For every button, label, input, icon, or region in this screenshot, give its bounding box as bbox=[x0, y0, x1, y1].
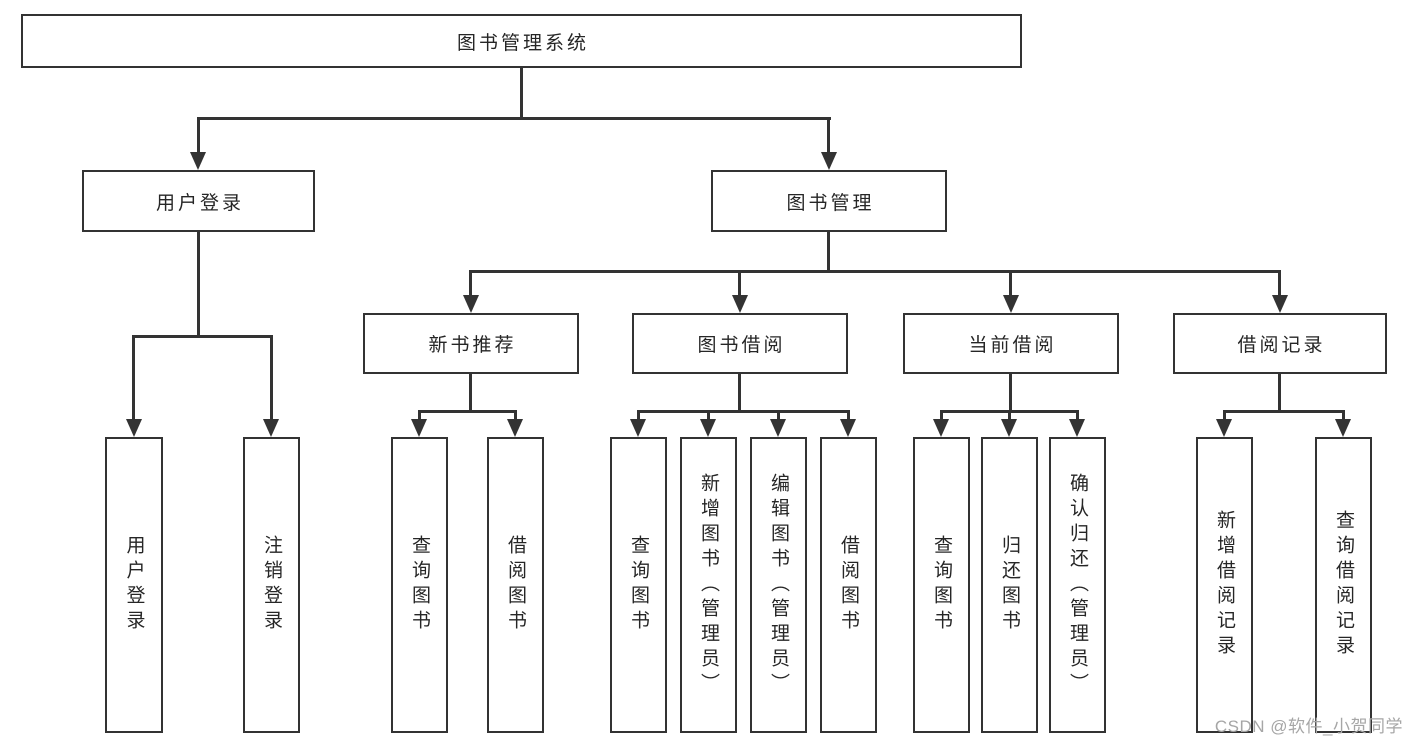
arrow-down-icon bbox=[1069, 419, 1085, 437]
connector-drop-query-borrow-record bbox=[1342, 410, 1345, 422]
leaf-logout-label: 注销登录 bbox=[261, 535, 282, 635]
node-user-login-label: 用户登录 bbox=[155, 192, 244, 214]
arrow-down-icon bbox=[1001, 419, 1017, 437]
arrow-down-icon bbox=[507, 419, 523, 437]
arrow-down-icon bbox=[732, 295, 748, 313]
connector-book-borrowing-branch bbox=[637, 410, 850, 413]
connector-drop-query-books-3 bbox=[940, 410, 943, 422]
arrow-down-icon bbox=[630, 419, 646, 437]
leaf-query-borrow-record: 查询借阅记录 bbox=[1315, 437, 1372, 733]
arrow-down-icon bbox=[411, 419, 427, 437]
leaf-edit-book-admin-label: 编辑图书（管理员） bbox=[768, 472, 789, 698]
leaf-user-login: 用户登录 bbox=[105, 437, 163, 733]
connector-root-branch bbox=[197, 117, 831, 120]
node-root-label: 图书管理系统 bbox=[456, 32, 589, 54]
node-new-book-recommend: 新书推荐 bbox=[363, 313, 579, 374]
node-borrowing-records: 借阅记录 bbox=[1173, 313, 1387, 374]
connector-book-management-stem bbox=[827, 232, 830, 273]
node-root: 图书管理系统 bbox=[21, 14, 1022, 68]
connector-drop-add-book bbox=[707, 410, 710, 422]
leaf-query-books-1: 查询图书 bbox=[391, 437, 448, 733]
leaf-return-book-label: 归还图书 bbox=[999, 535, 1020, 635]
leaf-borrow-books-2: 借阅图书 bbox=[820, 437, 877, 733]
connector-current-borrowing-stem bbox=[1009, 374, 1012, 412]
leaf-query-books-2: 查询图书 bbox=[610, 437, 667, 733]
connector-drop-borrow-books-2 bbox=[847, 410, 850, 422]
node-book-borrowing: 图书借阅 bbox=[632, 313, 848, 374]
connector-drop-book-borrowing bbox=[738, 270, 741, 297]
connector-drop-query-books-1 bbox=[418, 410, 421, 422]
connector-drop-query-books-2 bbox=[637, 410, 640, 422]
connector-drop-current-borrowing bbox=[1009, 270, 1012, 297]
arrow-down-icon bbox=[463, 295, 479, 313]
arrow-down-icon bbox=[821, 152, 837, 170]
leaf-add-borrow-record: 新增借阅记录 bbox=[1196, 437, 1253, 733]
connector-drop-leaf-logout bbox=[270, 335, 273, 422]
node-book-borrowing-label: 图书借阅 bbox=[697, 335, 786, 356]
node-borrowing-records-label: 借阅记录 bbox=[1237, 335, 1326, 356]
leaf-query-books-3: 查询图书 bbox=[913, 437, 970, 733]
connector-drop-return-book bbox=[1008, 410, 1011, 422]
leaf-confirm-return-admin-label: 确认归还（管理员） bbox=[1067, 472, 1088, 698]
node-new-book-recommend-label: 新书推荐 bbox=[428, 335, 517, 356]
leaf-borrow-books-2-label: 借阅图书 bbox=[838, 535, 859, 635]
connector-book-borrowing-stem bbox=[738, 374, 741, 412]
leaf-confirm-return-admin: 确认归还（管理员） bbox=[1049, 437, 1106, 733]
leaf-query-borrow-record-label: 查询借阅记录 bbox=[1333, 510, 1354, 660]
leaf-logout: 注销登录 bbox=[243, 437, 300, 733]
connector-user-login-branch bbox=[132, 335, 273, 338]
node-user-login: 用户登录 bbox=[82, 170, 315, 232]
arrow-down-icon bbox=[263, 419, 279, 437]
leaf-add-borrow-record-label: 新增借阅记录 bbox=[1214, 510, 1235, 660]
arrow-down-icon bbox=[1003, 295, 1019, 313]
leaf-add-book-admin: 新增图书（管理员） bbox=[680, 437, 737, 733]
connector-new-book-recommend-branch bbox=[418, 410, 517, 413]
leaf-user-login-label: 用户登录 bbox=[123, 535, 145, 635]
arrow-down-icon bbox=[1335, 419, 1351, 437]
connector-drop-leaf-user-login bbox=[132, 335, 135, 422]
leaf-add-book-admin-label: 新增图书（管理员） bbox=[698, 472, 719, 698]
leaf-query-books-2-label: 查询图书 bbox=[628, 535, 649, 635]
connector-drop-borrowing-records bbox=[1278, 270, 1281, 297]
arrow-down-icon bbox=[1272, 295, 1288, 313]
leaf-borrow-books-1-label: 借阅图书 bbox=[505, 535, 526, 635]
connector-root-stem bbox=[520, 68, 523, 119]
arrow-down-icon bbox=[126, 419, 142, 437]
leaf-query-books-3-label: 查询图书 bbox=[931, 535, 952, 635]
connector-drop-edit-book bbox=[777, 410, 780, 422]
connector-drop-borrow-books-1 bbox=[514, 410, 517, 422]
connector-drop-user-login bbox=[197, 117, 200, 154]
connector-new-book-recommend-stem bbox=[469, 374, 472, 412]
arrow-down-icon bbox=[190, 152, 206, 170]
arrow-down-icon bbox=[840, 419, 856, 437]
arrow-down-icon bbox=[1216, 419, 1232, 437]
node-book-management: 图书管理 bbox=[711, 170, 947, 232]
leaf-borrow-books-1: 借阅图书 bbox=[487, 437, 544, 733]
arrow-down-icon bbox=[933, 419, 949, 437]
connector-borrowing-records-branch bbox=[1223, 410, 1345, 413]
connector-drop-add-borrow-record bbox=[1223, 410, 1226, 422]
watermark: CSDN @软件_小贺同学 bbox=[1214, 717, 1403, 736]
connector-borrowing-records-stem bbox=[1278, 374, 1281, 412]
connector-drop-new-book-recommend bbox=[469, 270, 472, 297]
leaf-query-books-1-label: 查询图书 bbox=[409, 535, 430, 635]
node-current-borrowing-label: 当前借阅 bbox=[968, 335, 1057, 356]
connector-drop-confirm-return bbox=[1076, 410, 1079, 422]
arrow-down-icon bbox=[770, 419, 786, 437]
arrow-down-icon bbox=[700, 419, 716, 437]
leaf-edit-book-admin: 编辑图书（管理员） bbox=[750, 437, 807, 733]
node-current-borrowing: 当前借阅 bbox=[903, 313, 1119, 374]
connector-user-login-stem bbox=[197, 232, 200, 337]
leaf-return-book: 归还图书 bbox=[981, 437, 1038, 733]
connector-drop-book-management bbox=[827, 117, 830, 154]
node-book-management-label: 图书管理 bbox=[786, 192, 875, 214]
connector-book-management-branch bbox=[469, 270, 1281, 273]
